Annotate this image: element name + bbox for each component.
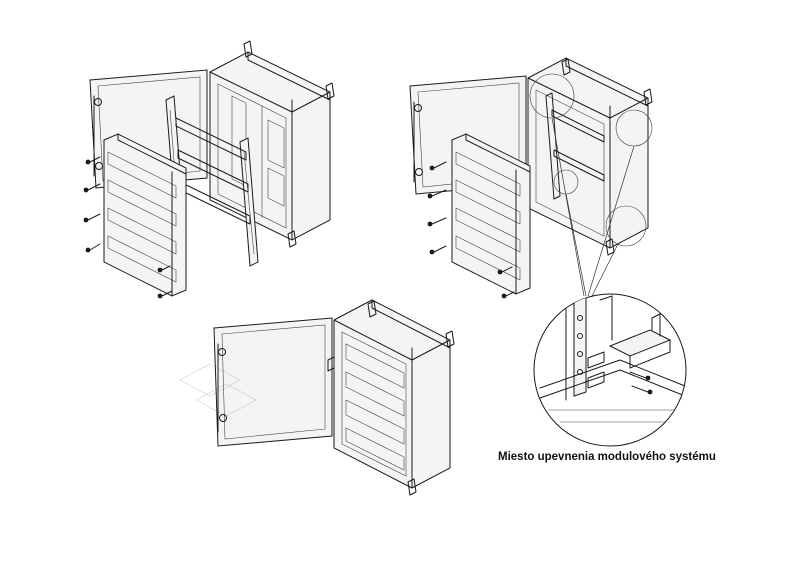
detail-fixing-point (533, 293, 687, 447)
detail-caption: Miesto upevnenia modulového systému (498, 451, 716, 463)
screw-set (427, 161, 515, 299)
watermark-lines (179, 363, 257, 417)
enclosure-door (213, 317, 335, 447)
illustration-rails-mounted (409, 57, 653, 299)
enclosure-body (333, 299, 455, 496)
detail-leader-lines (551, 117, 635, 297)
module-stack (451, 133, 531, 295)
screw-set (629, 371, 653, 395)
enclosure-body (527, 57, 653, 256)
screw-set (83, 156, 173, 299)
enclosure-body (209, 40, 335, 248)
illustration-assembled (213, 299, 455, 496)
illustration-exploded-assembly (83, 40, 335, 299)
module-stack (103, 133, 187, 297)
